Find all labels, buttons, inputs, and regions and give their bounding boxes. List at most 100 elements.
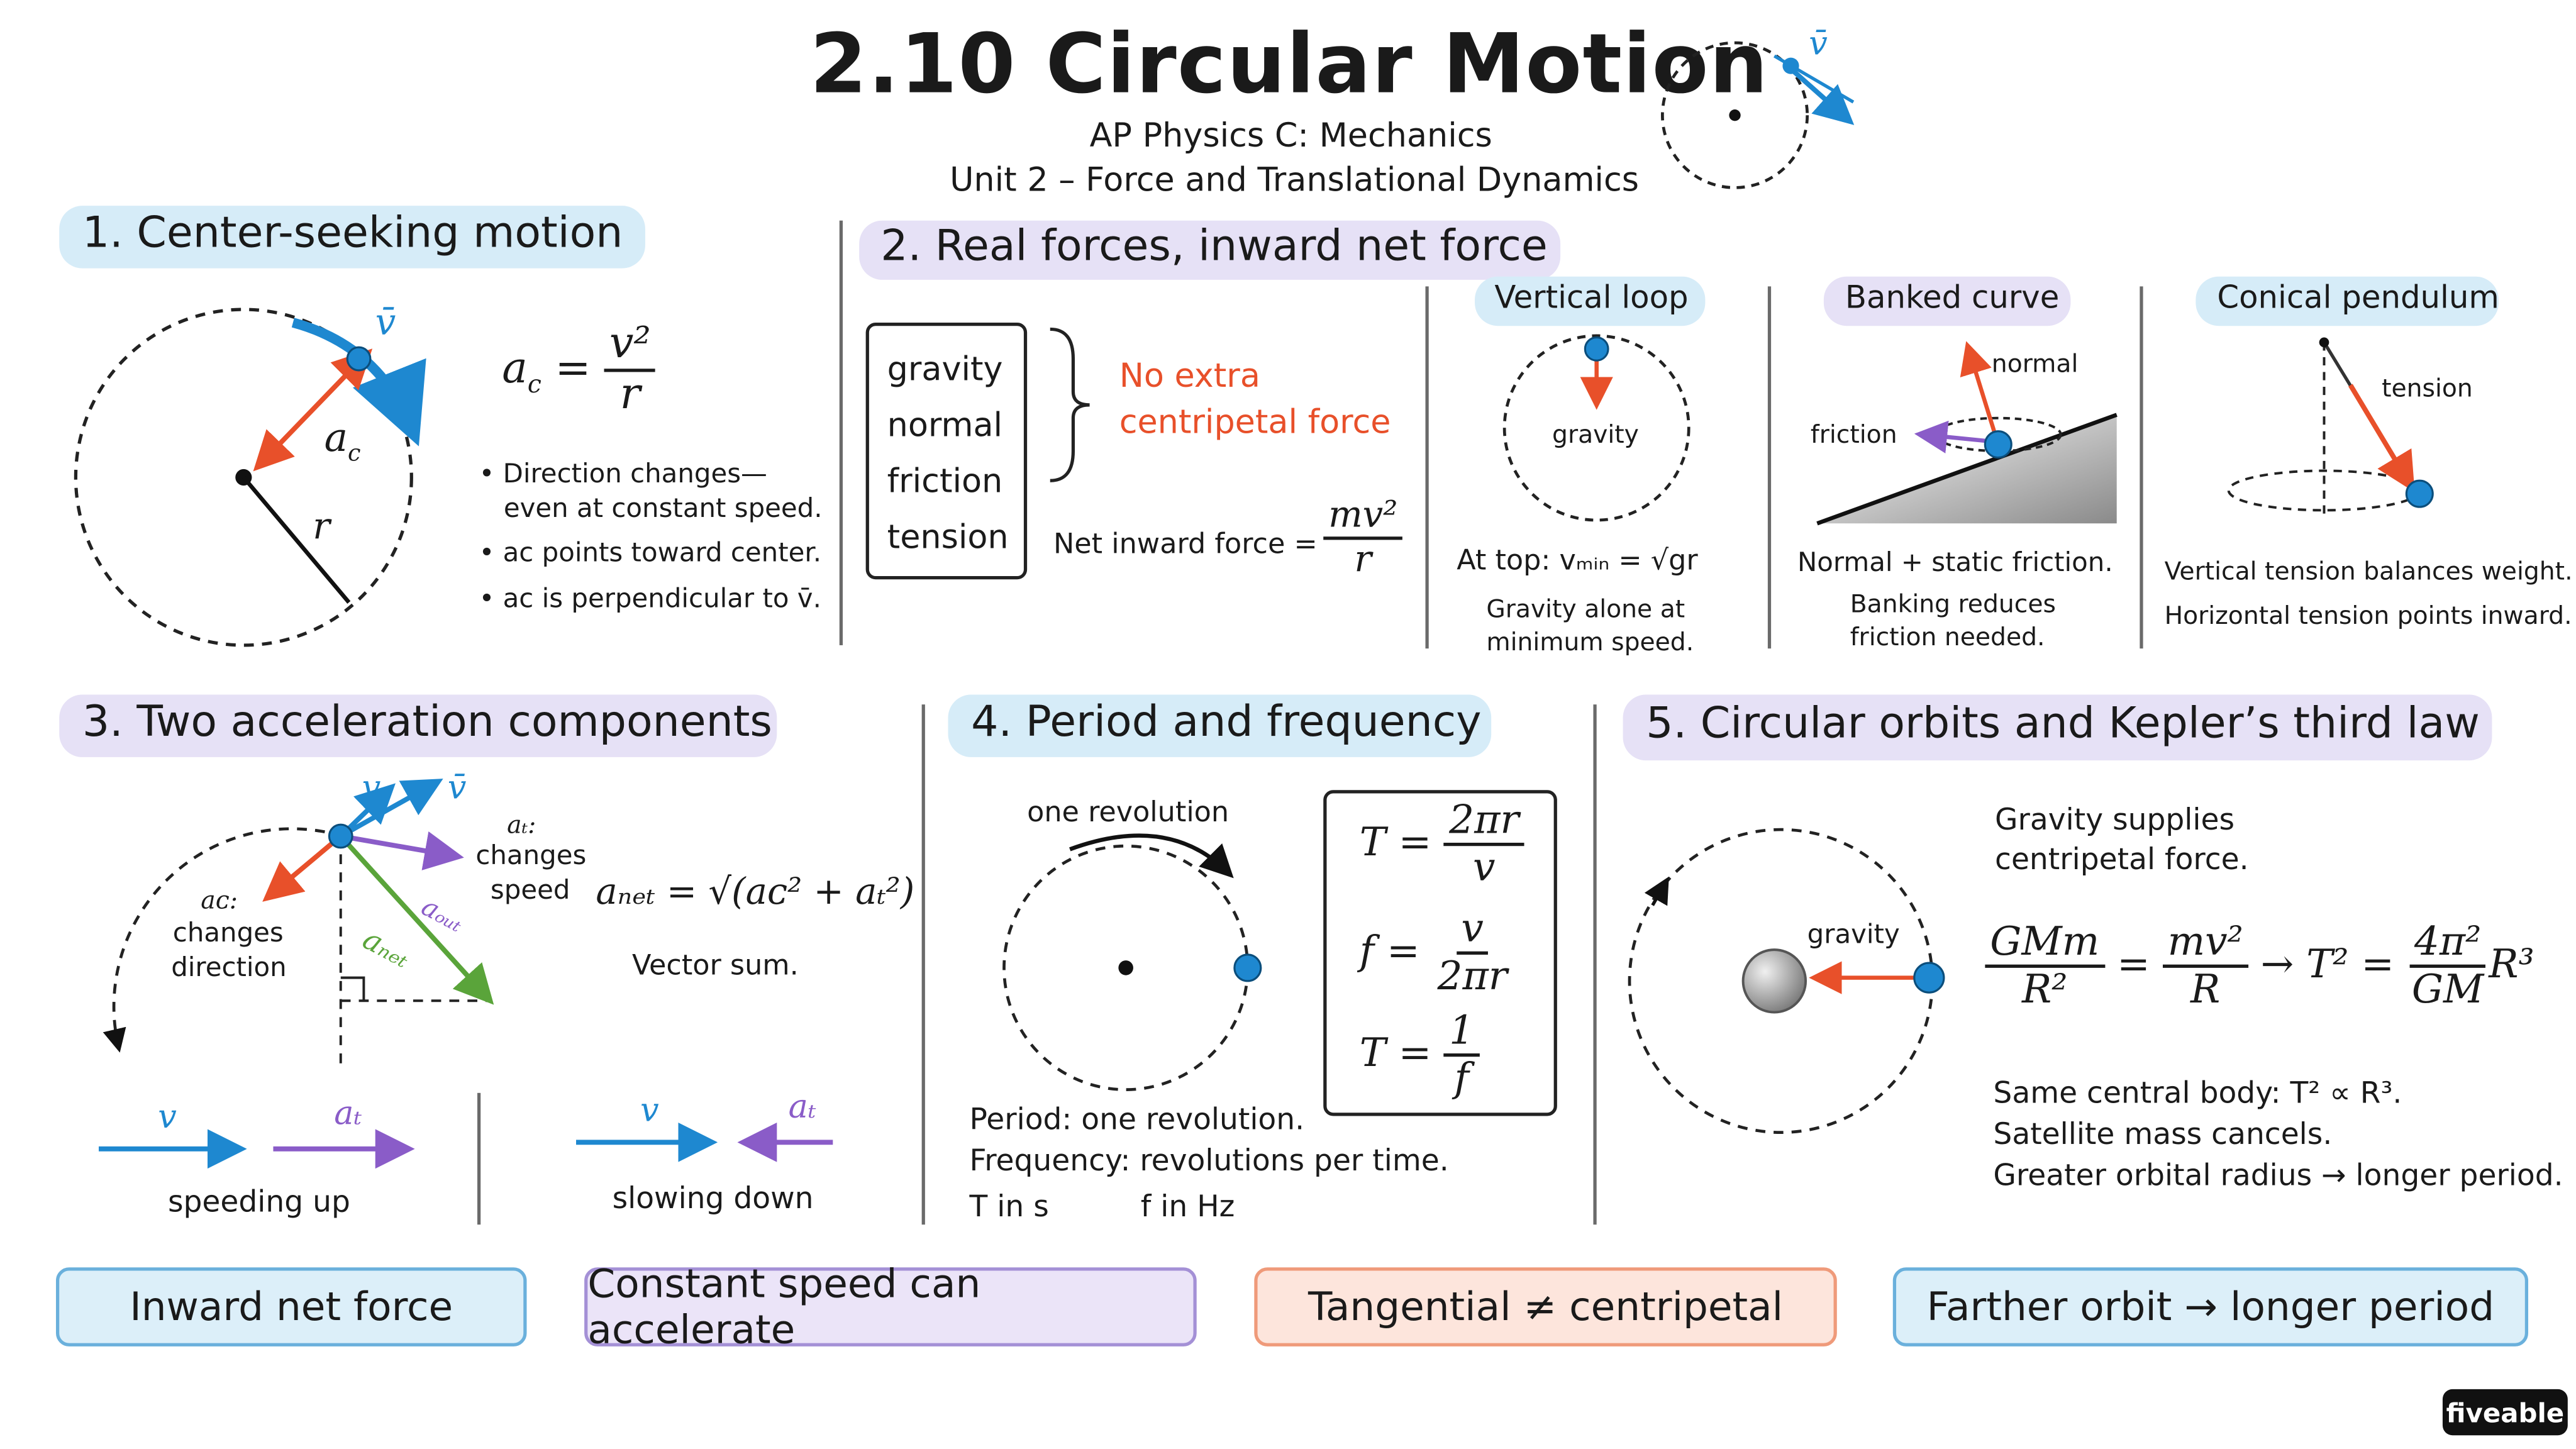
speeding-up-caption: speeding up xyxy=(167,1185,350,1220)
s4-revolution-arrow xyxy=(1069,833,1234,879)
s5-heading: 5. Circular orbits and Kepler’s third la… xyxy=(1646,699,2480,749)
bank-slope xyxy=(1817,414,2117,524)
s5-gravity-note-2: centripetal force. xyxy=(1995,843,2249,877)
s2-net-label: Net inward force = xyxy=(1053,528,1318,562)
bank-note-2: Banking reduces xyxy=(1850,589,2056,619)
s5-gravity-note-1: Gravity supplies xyxy=(1995,803,2235,838)
s1-bullet-1b: even at constant speed. xyxy=(503,492,823,524)
s3-anet-equation: aₙₑₜ = √(aᴄ² + aₜ²) xyxy=(596,872,915,914)
s3-heading: 3. Two acceleration components xyxy=(82,697,772,748)
pill-farther-orbit: Farther orbit → longer period xyxy=(1892,1267,2529,1346)
s5-gravity-label: gravity xyxy=(1807,918,1900,950)
s4-center xyxy=(1118,960,1133,975)
pill-tangential-centripetal: Tangential ≠ centripetal xyxy=(1254,1267,1837,1346)
s2-no-extra-1: No extra xyxy=(1119,355,1260,396)
s2-brace xyxy=(1050,327,1090,482)
s3-right-angle xyxy=(340,976,365,1001)
divider-loop-bank xyxy=(1767,286,1770,649)
s1-heading: 1. Center-seeking motion xyxy=(82,209,623,258)
speeding-v-label: v xyxy=(158,1096,177,1136)
cone-note-1: Vertical tension balances weight. xyxy=(2164,556,2573,586)
bank-normal-arrow xyxy=(1960,341,2001,445)
s4-one-revolution: one revolution xyxy=(1027,796,1230,830)
s5-note-1: Same central body: T² ∝ R³. xyxy=(1993,1076,2402,1111)
s1-bullet-1: • Direction changes— xyxy=(479,457,767,489)
speeding-at-label: aₜ xyxy=(334,1092,362,1133)
s3-ac-direction: direction xyxy=(171,951,287,983)
header-orbit-center xyxy=(1729,109,1741,121)
s2-force-normal: normal xyxy=(887,404,1003,445)
s1-particle xyxy=(346,346,372,372)
s3-ac-arrow xyxy=(262,834,343,902)
divider-s3-s4 xyxy=(921,704,924,1225)
s4-heading-highlight xyxy=(948,694,1492,757)
s1-r-label: r xyxy=(313,507,330,548)
s3-at-changes: changes xyxy=(475,839,587,871)
s2-force-tension: tension xyxy=(887,516,1009,557)
s4-note-frequency: Frequency: revolutions per time. xyxy=(969,1143,1449,1179)
s1-heading-highlight xyxy=(59,206,645,269)
s3-at-speed: speed xyxy=(490,874,570,906)
s3-anet-arrow xyxy=(338,834,494,1005)
divider-s4-s5 xyxy=(1593,704,1596,1225)
s1-v-label: v̄ xyxy=(375,303,396,344)
s3-heading-highlight xyxy=(59,694,777,757)
divider-s1-s2 xyxy=(839,220,842,645)
cone-title: Conical pendulum xyxy=(2217,279,2499,316)
bank-surface xyxy=(1816,413,2118,526)
divider-s2-loop xyxy=(1425,286,1428,649)
bank-note-3: friction needed. xyxy=(1850,622,2045,652)
s3-at-label: aₜ: xyxy=(507,809,536,840)
loop-particle xyxy=(1584,336,1609,362)
s2-heading: 2. Real forces, inward net force xyxy=(880,222,1548,272)
loop-diagram xyxy=(1502,334,1690,522)
cone-diagram xyxy=(2227,337,2434,514)
loop-equation: At top: vₘᵢₙ = √gr xyxy=(1457,545,1698,578)
s5-note-2: Satellite mass cancels. xyxy=(1993,1118,2333,1153)
loop-title: Vertical loop xyxy=(1494,279,1689,316)
bank-normal-label: normal xyxy=(1991,348,2079,379)
s1-radius-line xyxy=(242,475,351,604)
bank-friction-arrow xyxy=(1914,420,1989,453)
bank-particle xyxy=(1984,430,2012,459)
s1-circle-diagram xyxy=(74,308,426,647)
header-orbit-path xyxy=(1661,41,1809,189)
s3-v-label-2: v̄ xyxy=(447,767,467,807)
divider-bank-cone xyxy=(2140,286,2143,649)
s2-force-friction: friction xyxy=(887,460,1003,501)
s5-orbit-direction xyxy=(1644,876,1669,906)
s4-note-f-unit: f in Hz xyxy=(1140,1190,1235,1225)
s3-v-label-1: v xyxy=(362,767,381,807)
s1-orbit-path xyxy=(74,308,413,647)
cone-bob xyxy=(2405,479,2434,508)
divider-speed-slow xyxy=(477,1092,480,1225)
cone-note-2: Horizontal tension points inward. xyxy=(2164,601,2572,631)
s5-central-body xyxy=(1741,948,1807,1014)
s5-orbit-diagram xyxy=(1628,828,1945,1134)
s3-orbit-arc xyxy=(103,827,343,1053)
s1-bullet-2: • aᴄ points toward center. xyxy=(479,536,822,568)
s3-v-arrow-2 xyxy=(339,779,443,838)
s4-heading: 4. Period and frequency xyxy=(971,697,1482,748)
bank-orbit xyxy=(1934,416,2062,453)
s4-particle xyxy=(1233,953,1262,982)
s3-ac-changes: changes xyxy=(172,916,284,948)
s2-no-extra-2: centripetal force xyxy=(1119,401,1391,441)
pill-inward-net-force: Inward net force xyxy=(55,1267,527,1346)
bank-diagram xyxy=(1816,341,2118,526)
loop-note-2: minimum speed. xyxy=(1486,627,1694,657)
loop-gravity-label: gravity xyxy=(1552,419,1639,450)
s1-bullet-3: • aᴄ is perpendicular to v̄. xyxy=(479,582,821,614)
header-particle xyxy=(1782,57,1799,74)
cone-title-highlight xyxy=(2196,276,2499,326)
fiveable-logo: fiveable xyxy=(2442,1389,2568,1436)
s3-components-diagram xyxy=(103,779,494,1067)
unit-subtitle: Unit 2 – Force and Translational Dynamic… xyxy=(950,159,1640,199)
loop-path xyxy=(1502,334,1690,522)
slowing-at-label: aₜ xyxy=(788,1086,816,1126)
